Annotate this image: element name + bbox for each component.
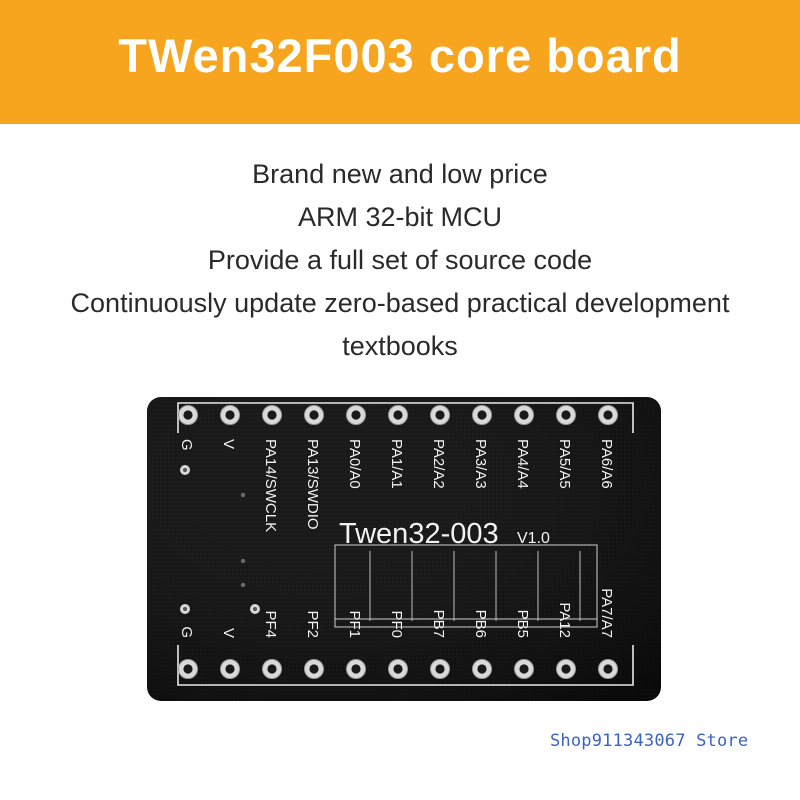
bottom-pin-pads — [178, 659, 618, 679]
pin-hole — [183, 664, 193, 674]
pin-hole — [435, 410, 445, 420]
bottom-pin-label: PB7 — [430, 610, 447, 638]
solder-jumper — [180, 465, 260, 614]
pin-hole — [267, 664, 277, 674]
top-pin-label: PA1/A1 — [388, 439, 405, 489]
pin-hole — [309, 410, 319, 420]
pin-hole — [225, 410, 235, 420]
board-model-label: Twen32-003 — [339, 518, 499, 550]
feature-line: ARM 32-bit MCU — [297, 202, 503, 232]
pin-hole — [225, 664, 235, 674]
board-version-label: V1.0 — [517, 530, 550, 547]
pin-hole — [519, 410, 529, 420]
mount-hole — [240, 582, 246, 588]
top-pin-label: PA6/A6 — [598, 439, 615, 489]
bottom-pin-label: G — [178, 626, 195, 638]
chip-outline — [334, 544, 598, 628]
feature-line: textbooks — [342, 331, 458, 361]
feature-list: Brand new and low price ARM 32-bit MCU P… — [0, 153, 800, 368]
bottom-pin-label: PF1 — [346, 610, 363, 638]
bottom-pin-label: V — [220, 628, 237, 638]
pin-leads — [369, 551, 581, 621]
mount-hole — [240, 558, 246, 564]
top-pin-label: PA2/A2 — [430, 439, 447, 489]
top-pin-label: V — [220, 439, 237, 449]
pin-hole — [267, 410, 277, 420]
feature-line: Provide a full set of source code — [207, 245, 593, 275]
pin-hole — [183, 410, 193, 420]
bottom-pin-label: PF0 — [388, 610, 405, 638]
feature-line: Continuously update zero-based practical… — [70, 288, 730, 318]
pin-hole — [561, 410, 571, 420]
pcb-board: G V PA14/SWCLK PA13/SWDIO PA0/A0 PA1/A1 PA2/A2… — [147, 397, 661, 701]
board-photo: G V PA14/SWCLK PA13/SWDIO PA0/A0 PA1/A1 PA2/A2… — [145, 393, 665, 705]
bottom-pin-label: PA12 — [556, 602, 573, 638]
bottom-pin-label: PB6 — [472, 610, 489, 638]
pin-hole — [603, 664, 613, 674]
top-pin-pads — [178, 405, 618, 425]
top-pin-label: PA14/SWCLK — [262, 439, 279, 532]
pin-hole — [477, 664, 487, 674]
mount-hole — [240, 492, 246, 498]
pin-hole — [393, 664, 403, 674]
bottom-pin-labels: G V PF4 PF2 PF1 PF0 PB7 PB6 PB5 PA12 PA7/A7 — [178, 588, 615, 638]
top-pin-labels: G V PA14/SWCLK PA13/SWDIO PA0/A0 PA1/A1 PA2/A2… — [178, 439, 615, 532]
bottom-pin-label: PA7/A7 — [598, 588, 615, 638]
bottom-pin-label: PF2 — [304, 610, 321, 638]
banner-title: TWen32F003 core board — [118, 29, 682, 82]
top-pin-label: PA13/SWDIO — [304, 439, 321, 530]
top-pin-label: PA5/A5 — [556, 439, 573, 489]
pin-hole — [435, 664, 445, 674]
pcb-sheen — [147, 397, 661, 701]
pin-hole — [561, 664, 571, 674]
title-banner: TWen32F003 core board — [0, 0, 800, 124]
pin-hole — [603, 410, 613, 420]
bottom-pin-label: PB5 — [514, 610, 531, 638]
top-pin-label: G — [178, 439, 195, 451]
pin-hole — [309, 664, 319, 674]
top-pin-label: PA4/A4 — [514, 439, 531, 489]
bottom-silk-outline — [177, 645, 634, 686]
bottom-pin-label: PF4 — [262, 610, 279, 638]
pin-hole — [351, 410, 361, 420]
top-pin-label: PA0/A0 — [346, 439, 363, 489]
top-pin-label: PA3/A3 — [472, 439, 489, 489]
pin-hole — [519, 664, 529, 674]
top-silk-outline — [177, 402, 634, 433]
pin-hole — [477, 410, 487, 420]
pin-hole — [351, 664, 361, 674]
pin-hole — [393, 410, 403, 420]
store-watermark: Shop911343067 Store — [550, 731, 749, 751]
feature-line: Brand new and low price — [252, 159, 548, 189]
